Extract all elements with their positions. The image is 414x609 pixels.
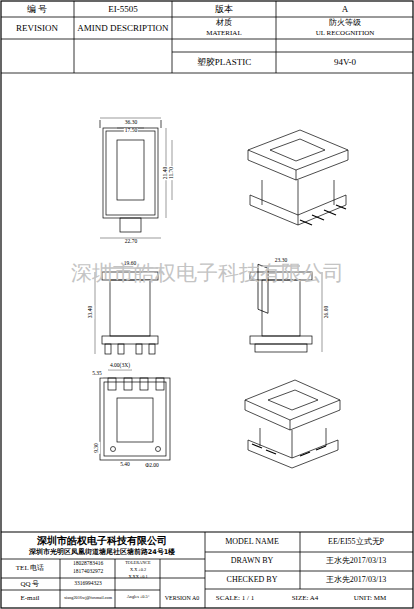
dimension: 36.30 bbox=[124, 120, 138, 126]
table-cell: E-mail bbox=[20, 595, 39, 602]
table-cell: 深圳市光明区凤凰街道塘尾社区塘前路24号1楼 bbox=[29, 549, 176, 556]
dimension: 5.40 bbox=[119, 462, 131, 468]
table-cell: 94V-0 bbox=[334, 58, 356, 67]
dimension: 4.00(3X) bbox=[109, 363, 131, 369]
dimension: 5.35 bbox=[91, 371, 103, 377]
table-cell: TOLERANCE bbox=[125, 561, 150, 565]
table-cell: 材质 bbox=[216, 19, 232, 27]
table-cell: Angles ±0.5° bbox=[127, 595, 150, 599]
table-cell: 3316994323 bbox=[74, 581, 102, 587]
table-cell: X.XX ±0.1 bbox=[128, 575, 147, 579]
dimension: Φ2.00 bbox=[144, 463, 160, 469]
table-cell: UL RECOGNITION bbox=[316, 30, 375, 37]
table-cell: TEL 电话 bbox=[16, 565, 44, 572]
dimension: 26.00 bbox=[324, 305, 330, 319]
table-cell: 版本 bbox=[215, 5, 233, 14]
table-cell: 塑胶PLASTIC bbox=[197, 58, 252, 67]
table-cell: AMIND DESCRIPTION bbox=[77, 24, 168, 33]
table-cell: QQ 号 bbox=[21, 581, 40, 588]
table-cell: VERSION A0 bbox=[165, 595, 200, 601]
table-cell: SIZE: A4 bbox=[292, 595, 319, 602]
dimension: 17.50 bbox=[124, 128, 138, 134]
table-cell: 王水先2017/03/13 bbox=[326, 576, 386, 584]
dimension: 21.40 bbox=[163, 166, 169, 180]
table-cell: 编 号 bbox=[27, 5, 47, 14]
table-cell: A bbox=[342, 5, 349, 14]
table-cell: DRAWN BY bbox=[231, 557, 274, 565]
table-cell: 深圳市皓权电子科技有限公司 bbox=[37, 536, 167, 546]
dimension: 22.70 bbox=[124, 239, 138, 245]
table-cell: REVISION bbox=[16, 24, 58, 33]
table-cell: SCALE: 1 / 1 bbox=[216, 595, 254, 602]
table-cell: xiang2016wj@foxmail.com bbox=[64, 596, 112, 600]
table-cell: 18028783416 bbox=[73, 561, 103, 567]
dimension: 33.40 bbox=[88, 305, 94, 319]
table-cell: MATERIAL bbox=[206, 30, 241, 37]
table-cell: 防火等级 bbox=[329, 19, 361, 27]
table-cell: MODEL NAME bbox=[225, 538, 279, 546]
dimension: 11.70 bbox=[169, 166, 175, 180]
watermark: 深圳市皓权电子科技有限公司 bbox=[71, 263, 344, 284]
table-cell: 王水先2017/03/13 bbox=[326, 557, 386, 565]
table-cell: 18174032972 bbox=[73, 569, 103, 575]
table-cell: EI-5505 bbox=[108, 5, 138, 14]
table-cell: UNIT: MM bbox=[354, 595, 387, 602]
dimension: 9.30 bbox=[94, 442, 100, 454]
table-cell: CHECKED BY bbox=[227, 576, 278, 584]
table-cell: X.X ±0.2 bbox=[130, 568, 146, 572]
table-cell: EE/EI55立式无P bbox=[328, 538, 384, 546]
